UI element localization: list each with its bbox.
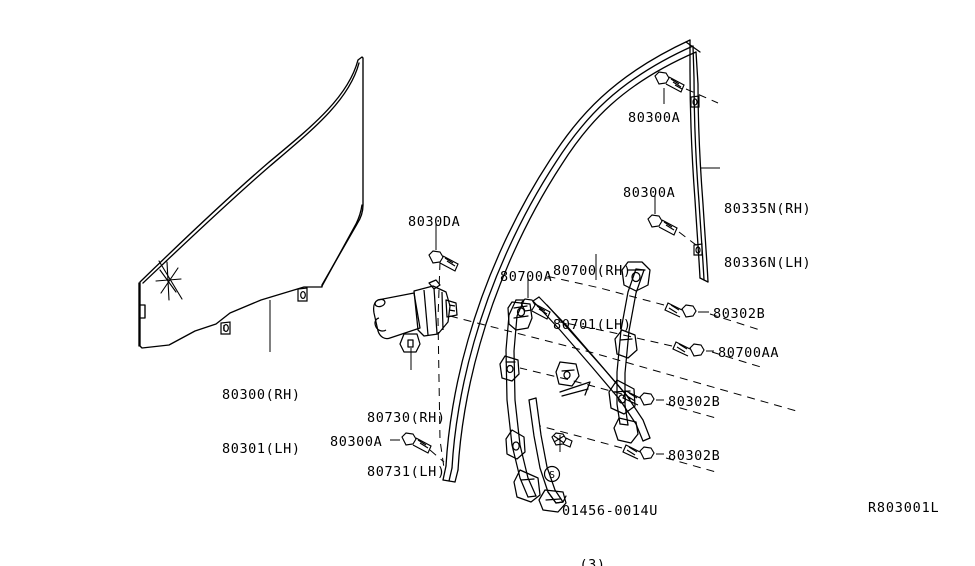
label-bolt-mid-sash: 80300A: [623, 185, 676, 201]
s-circle-marker-icon: S: [543, 465, 561, 483]
screw-01456-head: [551, 432, 573, 448]
bolt-80700aa: [672, 341, 705, 357]
glass-mount-clip-right: [297, 287, 308, 302]
label-line: 80301(LH): [222, 441, 301, 457]
sash-clip-upper: [690, 95, 700, 108]
label-bolt-80302b-upper: 80302B: [713, 306, 766, 322]
label-bolt-80700aa: 80700AA: [718, 345, 780, 361]
door-sash-frame: [442, 39, 709, 483]
sash-clip-mid: [693, 243, 703, 256]
bolt-top-sash: [654, 71, 685, 93]
label-window-motor: 80730(RH) 80731(LH): [367, 373, 446, 517]
label-line: 80335N(RH): [724, 201, 812, 217]
door-glass-outline: [138, 56, 364, 349]
label-line: 80730(RH): [367, 410, 446, 426]
label-line: 80731(LH): [367, 464, 446, 480]
label-screw-01456: 01456-0014U (3): [562, 466, 658, 566]
label-line: (3): [562, 557, 606, 566]
label-bolt-80302b-mid: 80302B: [668, 394, 721, 410]
label-bolt-80302b-lower: 80302B: [668, 448, 721, 464]
glass-mount-clip-left: [220, 321, 231, 335]
label-window-regulator: 80700(RH) 80701(LH): [553, 226, 632, 370]
bolt-lower-sash: [401, 432, 432, 454]
bolt-80302b-lower: [622, 444, 655, 460]
label-door-glass: 80300(RH) 80301(LH): [222, 350, 301, 494]
leader-lines: [269, 88, 720, 455]
diagram-code: R803001L: [868, 500, 940, 516]
window-regulator-motor: [373, 279, 458, 353]
label-line: 80701(LH): [553, 317, 632, 333]
bolt-regulator-mount: [520, 298, 551, 320]
label-line: 80336N(LH): [724, 255, 812, 271]
label-line: 01456-0014U: [562, 503, 659, 519]
label-bolt-regulator-upper: 8030DA: [408, 214, 461, 230]
svg-text:S: S: [549, 470, 555, 481]
window-regulator-assembly: [499, 261, 651, 513]
label-bolt-regulator-mount: 80700A: [500, 269, 553, 285]
label-line: 80700(RH): [553, 263, 632, 279]
label-bolt-lower-sash: 80300A: [330, 434, 383, 450]
bolt-mid-sash: [647, 214, 678, 236]
label-sash-assembly: 80335N(RH) 80336N(LH): [724, 164, 811, 308]
assembly-guide-lines: [429, 88, 801, 473]
bolt-regulator-upper: [428, 250, 459, 272]
label-line: 80300(RH): [222, 387, 301, 403]
glass-hatch-mark: [155, 260, 183, 301]
label-bolt-top-sash: 80300A: [628, 110, 681, 126]
bolt-80302b-mid: [622, 390, 655, 406]
bolt-80302b-upper: [664, 302, 697, 318]
